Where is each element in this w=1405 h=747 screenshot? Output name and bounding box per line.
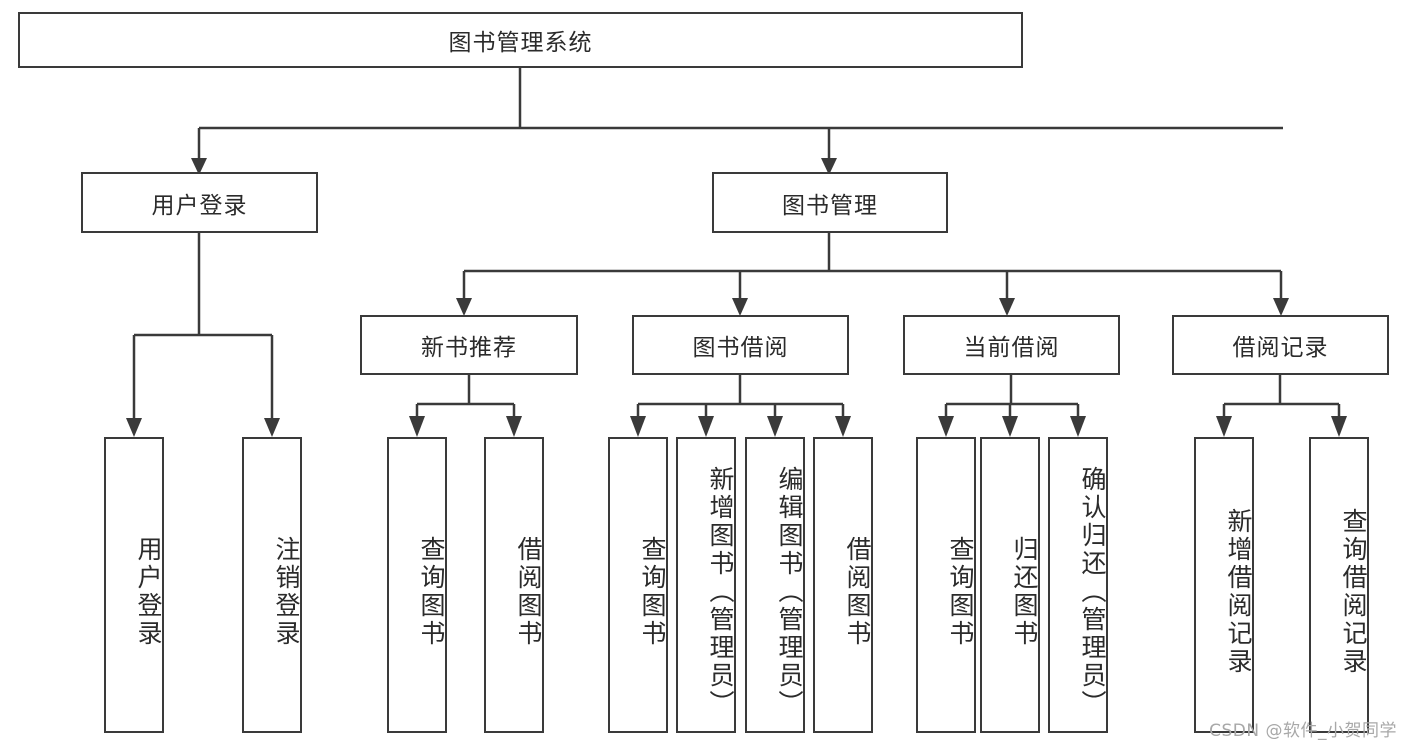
leaf-label: 借阅图书 <box>514 536 543 648</box>
leaf-label: 查询图书 <box>417 536 446 648</box>
leaf-label: 编辑图书（管理员） <box>775 466 804 718</box>
node-book-borrow[interactable]: 图书借阅 <box>632 315 849 375</box>
node-current-borrow[interactable]: 当前借阅 <box>903 315 1120 375</box>
arrowheads-userlogin-leaves <box>126 418 280 437</box>
leaf-new-book-borrow[interactable]: 借阅图书 <box>484 437 544 733</box>
arrowheads-bookborrow-leaves <box>630 416 851 437</box>
leaf-label: 新增借阅记录 <box>1224 508 1253 676</box>
leaf-label: 查询图书 <box>638 536 667 648</box>
node-root-label: 图书管理系统 <box>448 30 593 56</box>
node-book-borrow-label: 图书借阅 <box>692 335 789 361</box>
leaf-label: 查询图书 <box>946 536 975 648</box>
leaf-book-borrow-borrow[interactable]: 借阅图书 <box>813 437 873 733</box>
leaf-new-book-query[interactable]: 查询图书 <box>387 437 447 733</box>
leaf-label: 确认归还（管理员） <box>1078 466 1107 718</box>
csdn-watermark: CSDN @软件_小贺同学 <box>1209 721 1397 741</box>
leaf-book-borrow-query[interactable]: 查询图书 <box>608 437 668 733</box>
leaf-label: 借阅图书 <box>843 536 872 648</box>
node-borrow-records-label: 借阅记录 <box>1232 335 1329 361</box>
arrowheads-currentborrow-leaves <box>938 416 1086 437</box>
node-book-manage-label: 图书管理 <box>782 192 878 219</box>
leaf-current-borrow-query[interactable]: 查询图书 <box>916 437 976 733</box>
leaf-current-borrow-return[interactable]: 归还图书 <box>980 437 1040 733</box>
leaf-borrow-records-add[interactable]: 新增借阅记录 <box>1194 437 1254 733</box>
leaf-label: 归还图书 <box>1010 536 1039 648</box>
leaf-label: 查询借阅记录 <box>1339 508 1368 676</box>
leaf-borrow-records-query[interactable]: 查询借阅记录 <box>1309 437 1369 733</box>
node-root[interactable]: 图书管理系统 <box>18 12 1023 68</box>
node-user-login-label: 用户登录 <box>151 192 248 219</box>
node-book-manage[interactable]: 图书管理 <box>712 172 948 233</box>
leaf-label: 用户登录 <box>134 536 163 648</box>
node-borrow-records[interactable]: 借阅记录 <box>1172 315 1389 375</box>
leaf-book-borrow-edit[interactable]: 编辑图书（管理员） <box>745 437 805 733</box>
node-new-book-recommend[interactable]: 新书推荐 <box>360 315 578 375</box>
arrowheads-newbook-leaves <box>409 416 522 437</box>
leaf-label: 注销登录 <box>272 536 301 648</box>
node-new-book-recommend-label: 新书推荐 <box>421 335 517 361</box>
node-current-borrow-label: 当前借阅 <box>963 335 1060 361</box>
leaf-user-login-login[interactable]: 用户登录 <box>104 437 164 733</box>
leaf-label: 新增图书（管理员） <box>706 466 735 718</box>
arrowheads-borrowrecords-leaves <box>1216 416 1347 437</box>
arrowheads-level3 <box>456 298 1289 316</box>
leaf-current-borrow-confirm-return[interactable]: 确认归还（管理员） <box>1048 437 1108 733</box>
leaf-user-login-logout[interactable]: 注销登录 <box>242 437 302 733</box>
node-user-login[interactable]: 用户登录 <box>81 172 318 233</box>
leaf-book-borrow-add[interactable]: 新增图书（管理员） <box>676 437 736 733</box>
